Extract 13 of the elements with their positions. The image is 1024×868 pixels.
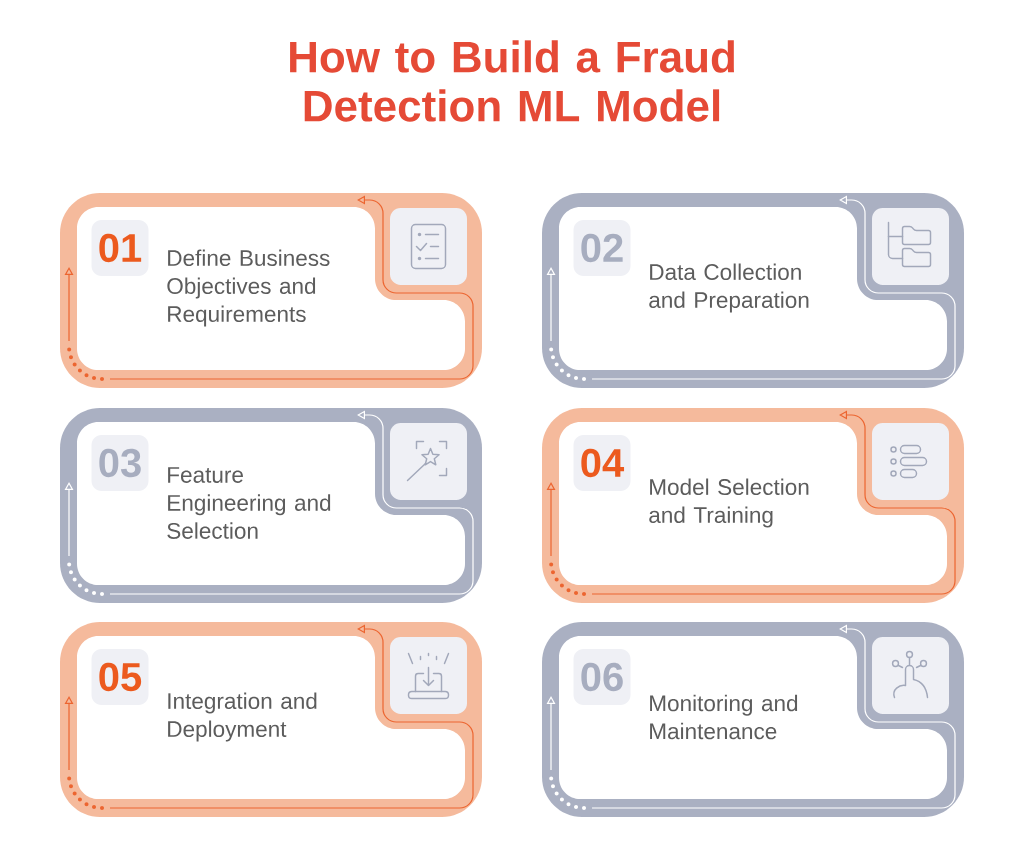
step-title: Define Business Objectives and Requirements (167, 249, 330, 327)
step-title: Feature Engineering and Selection (167, 467, 331, 539)
step-title: Data Collection and Preparation (649, 263, 809, 313)
step-title: Integration and Deployment (168, 692, 317, 742)
number-badge: 02 (573, 220, 631, 276)
number-badge: 06 (573, 649, 631, 705)
number-badge: 03 (91, 435, 149, 491)
step-title: Model Selection and Training (649, 478, 809, 528)
step-title: Monitoring and Maintenance (650, 694, 798, 740)
number-badge: 05 (91, 649, 149, 705)
title: How to Build a Fraud Detection ML Model (290, 40, 734, 122)
number-badge: 01 (91, 220, 149, 276)
number-badge: 04 (573, 435, 631, 491)
